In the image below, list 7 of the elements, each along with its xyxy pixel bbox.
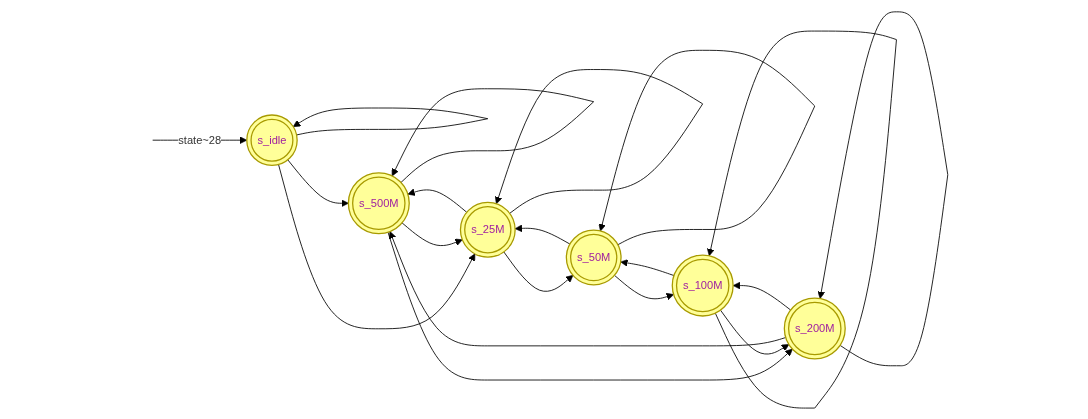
node-circle: s_50M xyxy=(565,229,622,285)
node-circle: s_idle xyxy=(246,113,298,166)
edge-label: state~28 xyxy=(178,133,222,146)
node-circle: s_200M xyxy=(783,296,846,360)
node-circle: s_500M xyxy=(347,171,410,234)
node-circle: s_25M xyxy=(459,201,516,258)
node-circle: s_100M xyxy=(671,254,734,317)
